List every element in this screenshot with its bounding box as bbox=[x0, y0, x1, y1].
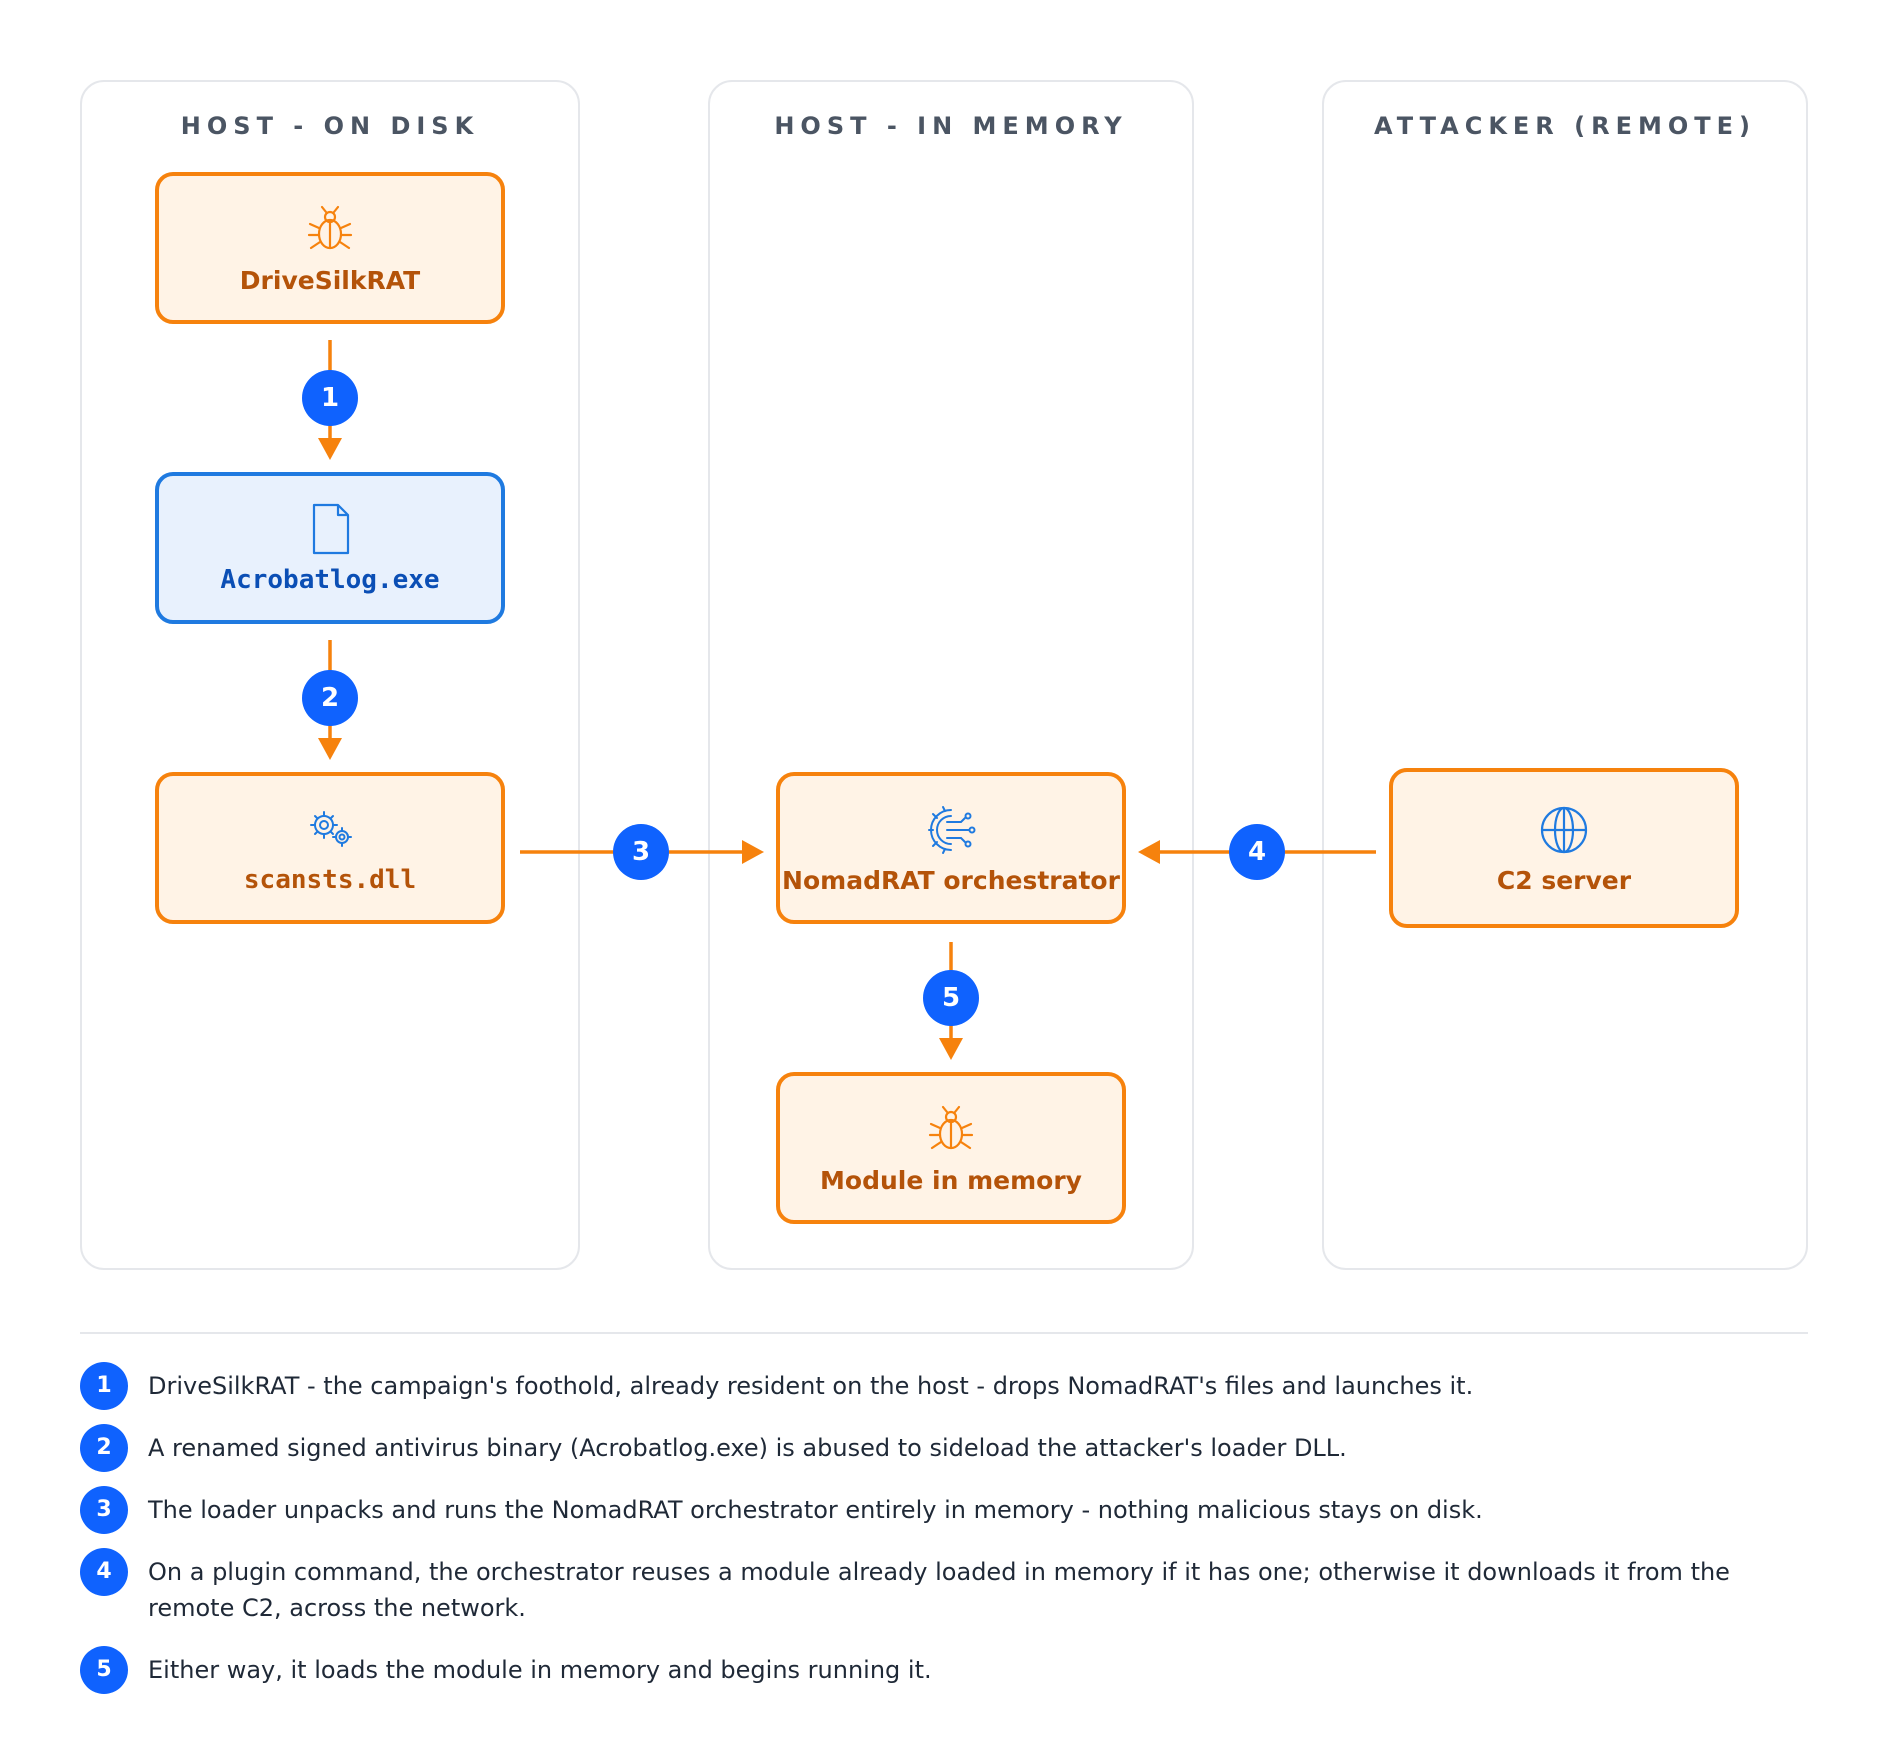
legend-item: 3 The loader unpacks and runs the NomadR… bbox=[80, 1486, 1820, 1534]
node-nomadrat-orchestrator: NomadRAT orchestrator bbox=[776, 772, 1126, 924]
legend-item: 1 DriveSilkRAT - the campaign's foothold… bbox=[80, 1362, 1820, 1410]
legend-text: Either way, it loads the module in memor… bbox=[148, 1656, 932, 1684]
node-label: scansts.dll bbox=[243, 865, 417, 895]
lane-title: ATTACKER (REMOTE) bbox=[1373, 112, 1757, 140]
node-label: DriveSilkRAT bbox=[239, 265, 421, 295]
step-badge-1: 1 bbox=[302, 370, 358, 426]
legend-item: 2 A renamed signed antivirus binary (Acr… bbox=[80, 1424, 1820, 1472]
legend-item: 5 Either way, it loads the module in mem… bbox=[80, 1646, 1820, 1694]
legend-text: DriveSilkRAT - the campaign's foothold, … bbox=[148, 1372, 1474, 1400]
node-label: NomadRAT orchestrator bbox=[782, 865, 1120, 895]
legend-badge: 2 bbox=[80, 1424, 128, 1472]
node-acrobatlog: Acrobatlog.exe bbox=[155, 472, 505, 624]
legend-badge: 1 bbox=[80, 1362, 128, 1410]
lane-attacker-remote: ATTACKER (REMOTE) bbox=[1322, 80, 1808, 1270]
node-label: C2 server bbox=[1496, 865, 1632, 895]
lane-title: HOST - IN MEMORY bbox=[774, 112, 1128, 140]
legend-text: On a plugin command, the orchestrator re… bbox=[148, 1558, 1730, 1622]
file-icon bbox=[312, 503, 350, 555]
legend-item: 4 On a plugin command, the orchestrator … bbox=[80, 1548, 1820, 1626]
node-c2-server: C2 server bbox=[1389, 768, 1739, 928]
step-badge-2: 2 bbox=[302, 670, 358, 726]
bug-icon bbox=[928, 1105, 974, 1149]
divider bbox=[80, 1332, 1808, 1334]
legend-text: A renamed signed antivirus binary (Acrob… bbox=[148, 1434, 1347, 1462]
step-badge-3: 3 bbox=[613, 824, 669, 880]
node-drivesilkrat: DriveSilkRAT bbox=[155, 172, 505, 324]
node-module-in-memory: Module in memory bbox=[776, 1072, 1126, 1224]
legend-badge: 3 bbox=[80, 1486, 128, 1534]
node-label: Acrobatlog.exe bbox=[220, 565, 440, 595]
globe-icon bbox=[1540, 806, 1588, 853]
bug-icon bbox=[307, 205, 353, 249]
legend-badge: 5 bbox=[80, 1646, 128, 1694]
legend-badge: 4 bbox=[80, 1548, 128, 1596]
gear-circuit-icon bbox=[928, 805, 976, 854]
step-badge-5: 5 bbox=[923, 970, 979, 1026]
lane-host-in-memory: HOST - IN MEMORY bbox=[708, 80, 1194, 1270]
lane-title: HOST - ON DISK bbox=[180, 112, 480, 140]
step-badge-4: 4 bbox=[1229, 824, 1285, 880]
legend-text: The loader unpacks and runs the NomadRAT… bbox=[148, 1496, 1483, 1524]
node-label: Module in memory bbox=[820, 1165, 1082, 1195]
node-scansts-dll: scansts.dll bbox=[155, 772, 505, 924]
gears-icon bbox=[310, 811, 352, 847]
legend: 1 DriveSilkRAT - the campaign's foothold… bbox=[80, 1362, 1820, 1714]
